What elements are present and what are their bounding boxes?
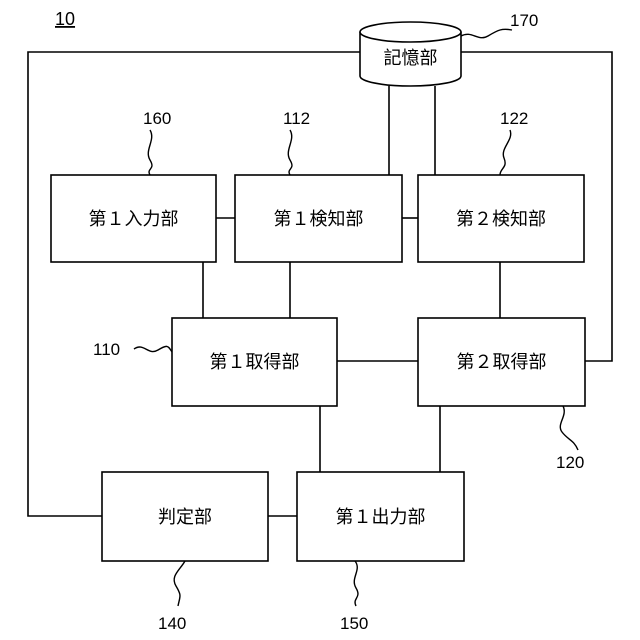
output1-label: 第１出力部 <box>336 507 426 528</box>
figure-label: 10 <box>55 9 75 29</box>
leader-150 <box>354 561 358 606</box>
acquire2-label: 第２取得部 <box>457 352 547 373</box>
judge-label: 判定部 <box>158 507 212 528</box>
ref-150: 150 <box>340 614 368 633</box>
ref-170: 170 <box>510 11 538 30</box>
leader-112 <box>288 130 292 175</box>
leader-120 <box>560 406 578 450</box>
ref-140: 140 <box>158 614 186 633</box>
acquire1-label: 第１取得部 <box>210 352 300 373</box>
leader-110 <box>134 346 172 352</box>
leader-140 <box>174 561 185 606</box>
ref-110: 110 <box>93 340 120 359</box>
ref-160: 160 <box>143 109 171 128</box>
ref-122: 122 <box>500 109 528 128</box>
ref-112: 112 <box>283 109 310 128</box>
wire-storage-to-judge <box>28 52 360 516</box>
input1-label: 第１入力部 <box>89 209 179 230</box>
leader-122 <box>500 130 511 175</box>
ref-120: 120 <box>556 453 584 472</box>
detect1-label: 第１検知部 <box>274 209 364 230</box>
leader-160 <box>148 130 152 175</box>
detect2-label: 第２検知部 <box>456 209 546 230</box>
leader-170 <box>461 29 512 37</box>
storage-label: 記憶部 <box>384 48 438 69</box>
